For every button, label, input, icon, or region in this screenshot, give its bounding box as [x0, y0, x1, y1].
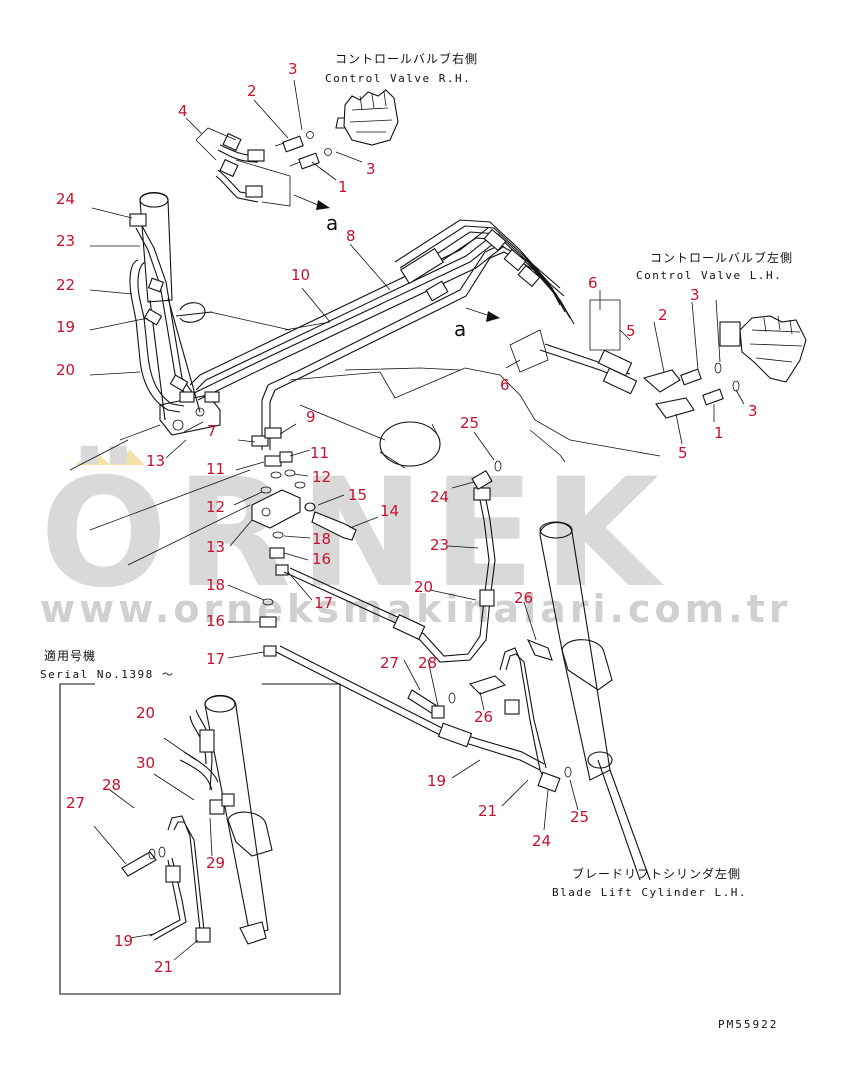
callout-21: 21	[154, 958, 173, 976]
callout-25: 25	[570, 808, 589, 826]
callout-11: 11	[206, 460, 225, 478]
callout-1: 1	[338, 178, 348, 196]
callout-13: 13	[206, 538, 225, 556]
inset-parts	[121, 694, 273, 945]
callout-26: 26	[474, 708, 493, 726]
watermark-accent-right	[110, 450, 145, 465]
label-blade-lift-cylinder-jp: ブレードリフトシリンダ左側	[572, 866, 741, 881]
callout-5: 5	[626, 322, 636, 340]
callout-18: 18	[206, 576, 225, 594]
callout-2: 2	[658, 306, 668, 324]
callout-15: 15	[348, 486, 367, 504]
callout-22: 22	[56, 276, 75, 294]
callout-24: 24	[532, 832, 551, 850]
callout-1: 1	[714, 424, 724, 442]
callout-28: 28	[418, 654, 437, 672]
callout-19: 19	[56, 318, 75, 336]
fittings-rh	[274, 131, 332, 170]
blade-lift-cylinder-rh	[119, 191, 221, 441]
main-pipe-run	[189, 219, 575, 450]
callout-27: 27	[380, 654, 399, 672]
callout-14: 14	[380, 502, 399, 520]
watermark: ÖRNEK www.orneksmakinalari.com.tr	[40, 445, 788, 631]
callout-25: 25	[460, 414, 479, 432]
callout-10: 10	[291, 266, 310, 284]
arrow-view-a-right: a	[454, 307, 500, 341]
inset-frame	[59, 683, 341, 995]
callout-26: 26	[514, 589, 533, 607]
callout-17: 17	[314, 594, 333, 612]
label-control-valve-rh-jp: コントロールバルブ右側	[335, 51, 478, 66]
callout-8: 8	[346, 227, 356, 245]
callout-24: 24	[430, 488, 449, 506]
callout-12: 12	[206, 498, 225, 516]
callout-16: 16	[312, 550, 331, 568]
fittings-lh	[509, 299, 740, 419]
callout-3: 3	[748, 402, 758, 420]
callout-numbers: 3 2 4 3 1 24 8 23 10 22 19 20 9 7 11 13 …	[56, 60, 758, 976]
control-valve-lh	[719, 315, 807, 383]
callout-28: 28	[102, 776, 121, 794]
callout-30: 30	[136, 754, 155, 772]
callout-11: 11	[310, 444, 329, 462]
label-blade-lift-cylinder-en: Blade Lift Cylinder L.H.	[552, 886, 747, 899]
callout-16: 16	[206, 612, 225, 630]
callout-5: 5	[678, 444, 688, 462]
callout-9: 9	[306, 408, 316, 426]
callout-12: 12	[312, 468, 331, 486]
hoses-19-20	[275, 460, 572, 793]
callout-6: 6	[588, 274, 598, 292]
label-control-valve-lh-en: Control Valve L.H.	[636, 269, 782, 282]
callout-7: 7	[207, 422, 217, 440]
callout-6: 6	[500, 376, 510, 394]
arrow-view-a-top: a	[293, 194, 338, 235]
callout-4: 4	[178, 102, 188, 120]
callout-19: 19	[427, 772, 446, 790]
tube-assembly-4	[195, 127, 291, 207]
watermark-accent-left	[75, 450, 110, 465]
part-code: PM55922	[718, 1018, 778, 1031]
callout-13: 13	[146, 452, 165, 470]
frame-outline	[209, 311, 661, 469]
label-serial-jp: 適用号機	[44, 648, 96, 663]
callout-20: 20	[56, 361, 75, 379]
blade-lift-cylinder-lh	[539, 521, 651, 881]
callout-21: 21	[478, 802, 497, 820]
label-control-valve-rh-en: Control Valve R.H.	[325, 72, 471, 85]
callout-27: 27	[66, 794, 85, 812]
callout-24: 24	[56, 190, 75, 208]
callout-17: 17	[206, 650, 225, 668]
callout-2: 2	[247, 82, 257, 100]
leader-lines	[69, 79, 745, 961]
label-serial-en: Serial No.1398 ～	[40, 668, 174, 681]
view-a-label-top: a	[326, 211, 338, 235]
callout-20: 20	[136, 704, 155, 722]
callout-20: 20	[414, 578, 433, 596]
callout-29: 29	[206, 854, 225, 872]
callout-3: 3	[366, 160, 376, 178]
callout-23: 23	[430, 536, 449, 554]
center-fittings	[89, 427, 357, 657]
callout-18: 18	[312, 530, 331, 548]
callout-3: 3	[690, 286, 700, 304]
label-control-valve-lh-jp: コントロールバルブ左側	[650, 250, 793, 265]
callout-3: 3	[288, 60, 298, 78]
control-valve-rh	[335, 89, 399, 146]
callout-19: 19	[114, 932, 133, 950]
callout-23: 23	[56, 232, 75, 250]
view-a-label-right: a	[454, 317, 466, 341]
